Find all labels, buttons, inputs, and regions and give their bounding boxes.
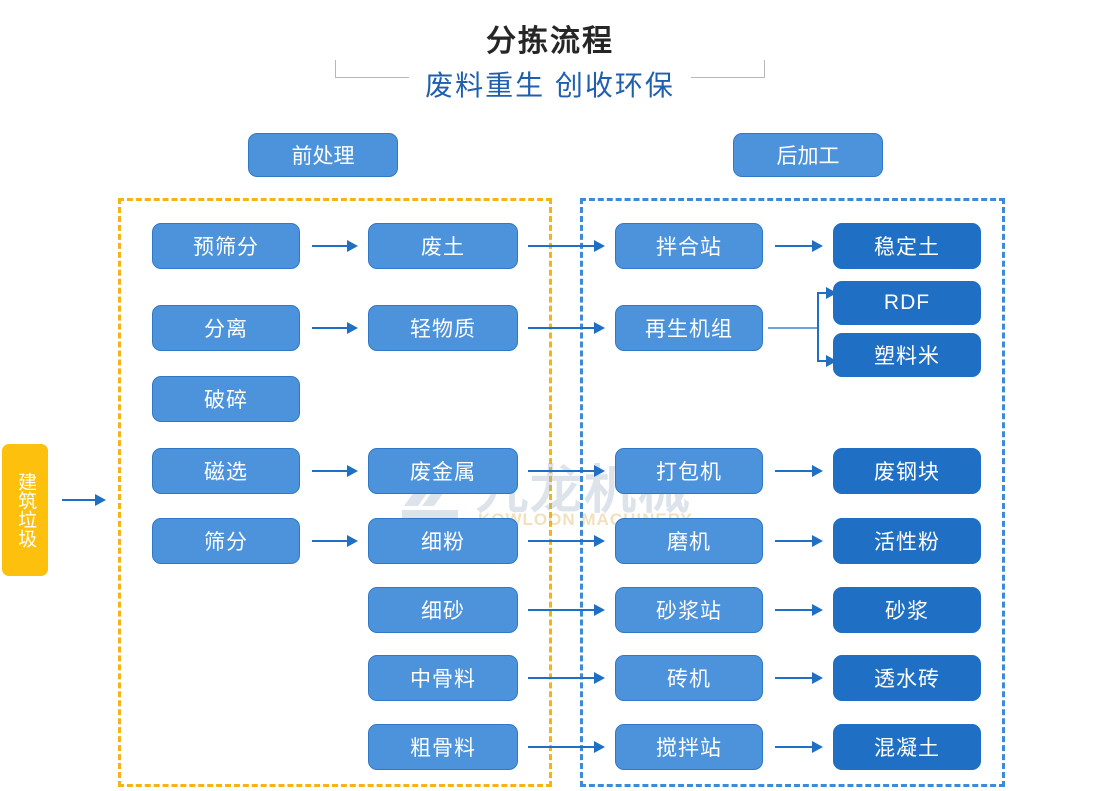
arrow-recycleunit-to-plastic (817, 355, 837, 367)
node-plastic-pellets: 塑料米 (833, 333, 981, 377)
node-screening: 筛分 (152, 518, 300, 564)
page-title-text: 分拣流程 (472, 25, 628, 58)
node-medium-aggregate: 中骨料 (368, 655, 518, 701)
source-node-construction-waste: 建筑垃圾 (2, 444, 48, 576)
node-concrete-mixing-plant: 搅拌站 (615, 724, 763, 770)
branch-vertical-recycleunit (817, 292, 819, 362)
node-light-material: 轻物质 (368, 305, 518, 351)
node-baler: 打包机 (615, 448, 763, 494)
arrow-baler-to-scrapsteel (775, 465, 823, 477)
node-crushing: 破碎 (152, 376, 300, 422)
arrow-lightmatter-to-recycleunit (528, 322, 605, 334)
arrow-coarseagg-to-mixingplant (528, 741, 605, 753)
section-label-pretreatment: 前处理 (248, 133, 398, 177)
node-stabilized-soil: 稳定土 (833, 223, 981, 269)
branch-stem-recycleunit (768, 327, 818, 329)
node-pre-screening: 预筛分 (152, 223, 300, 269)
arrow-mixingstation-to-stabilizedsoil (775, 240, 823, 252)
node-brick-machine: 砖机 (615, 655, 763, 701)
node-mixing-station: 拌合站 (615, 223, 763, 269)
arrow-recycleunit-to-rdf (817, 287, 837, 299)
arrow-medagg-to-brickmachine (528, 672, 605, 684)
node-mortar-station: 砂浆站 (615, 587, 763, 633)
node-mortar: 砂浆 (833, 587, 981, 633)
section-label-postprocessing: 后加工 (733, 133, 883, 177)
arrow-mixingplant-to-concrete (775, 741, 823, 753)
node-fine-powder: 细粉 (368, 518, 518, 564)
arrow-wastesoil-to-mixingstation (528, 240, 605, 252)
page-subtitle: 废料重生 创收环保 (0, 64, 1100, 104)
arrow-mill-to-activepowder (775, 535, 823, 547)
node-scrap-metal: 废金属 (368, 448, 518, 494)
arrow-prescreen-to-wastesoil (312, 240, 358, 252)
node-concrete: 混凝土 (833, 724, 981, 770)
page-header: 分拣流程 废料重生 创收环保 (0, 0, 1100, 120)
node-magnetic-separation: 磁选 (152, 448, 300, 494)
node-mill: 磨机 (615, 518, 763, 564)
node-fine-sand: 细砂 (368, 587, 518, 633)
node-waste-soil: 废土 (368, 223, 518, 269)
node-scrap-steel: 废钢块 (833, 448, 981, 494)
node-rdf: RDF (833, 281, 981, 325)
arrow-source-to-pretreatment (62, 494, 106, 506)
arrow-magnetic-to-scrapmetal (312, 465, 358, 477)
arrow-brickmachine-to-permeablebrick (775, 672, 823, 684)
node-coarse-aggregate: 粗骨料 (368, 724, 518, 770)
arrow-screening-to-finepowder (312, 535, 358, 547)
arrow-scrapmetal-to-baler (528, 465, 605, 477)
page-title: 分拣流程 (0, 16, 1100, 60)
page-subtitle-text: 废料重生 创收环保 (409, 70, 691, 101)
arrow-separation-to-lightmatter (312, 322, 358, 334)
arrow-finesand-to-mortarstation (528, 604, 605, 616)
node-recycling-unit: 再生机组 (615, 305, 763, 351)
postprocessing-group-frame (580, 198, 1005, 787)
arrow-finepowder-to-mill (528, 535, 605, 547)
node-active-powder: 活性粉 (833, 518, 981, 564)
node-permeable-brick: 透水砖 (833, 655, 981, 701)
arrow-mortarstation-to-mortar (775, 604, 823, 616)
node-separation: 分离 (152, 305, 300, 351)
pretreatment-group-frame (118, 198, 552, 787)
